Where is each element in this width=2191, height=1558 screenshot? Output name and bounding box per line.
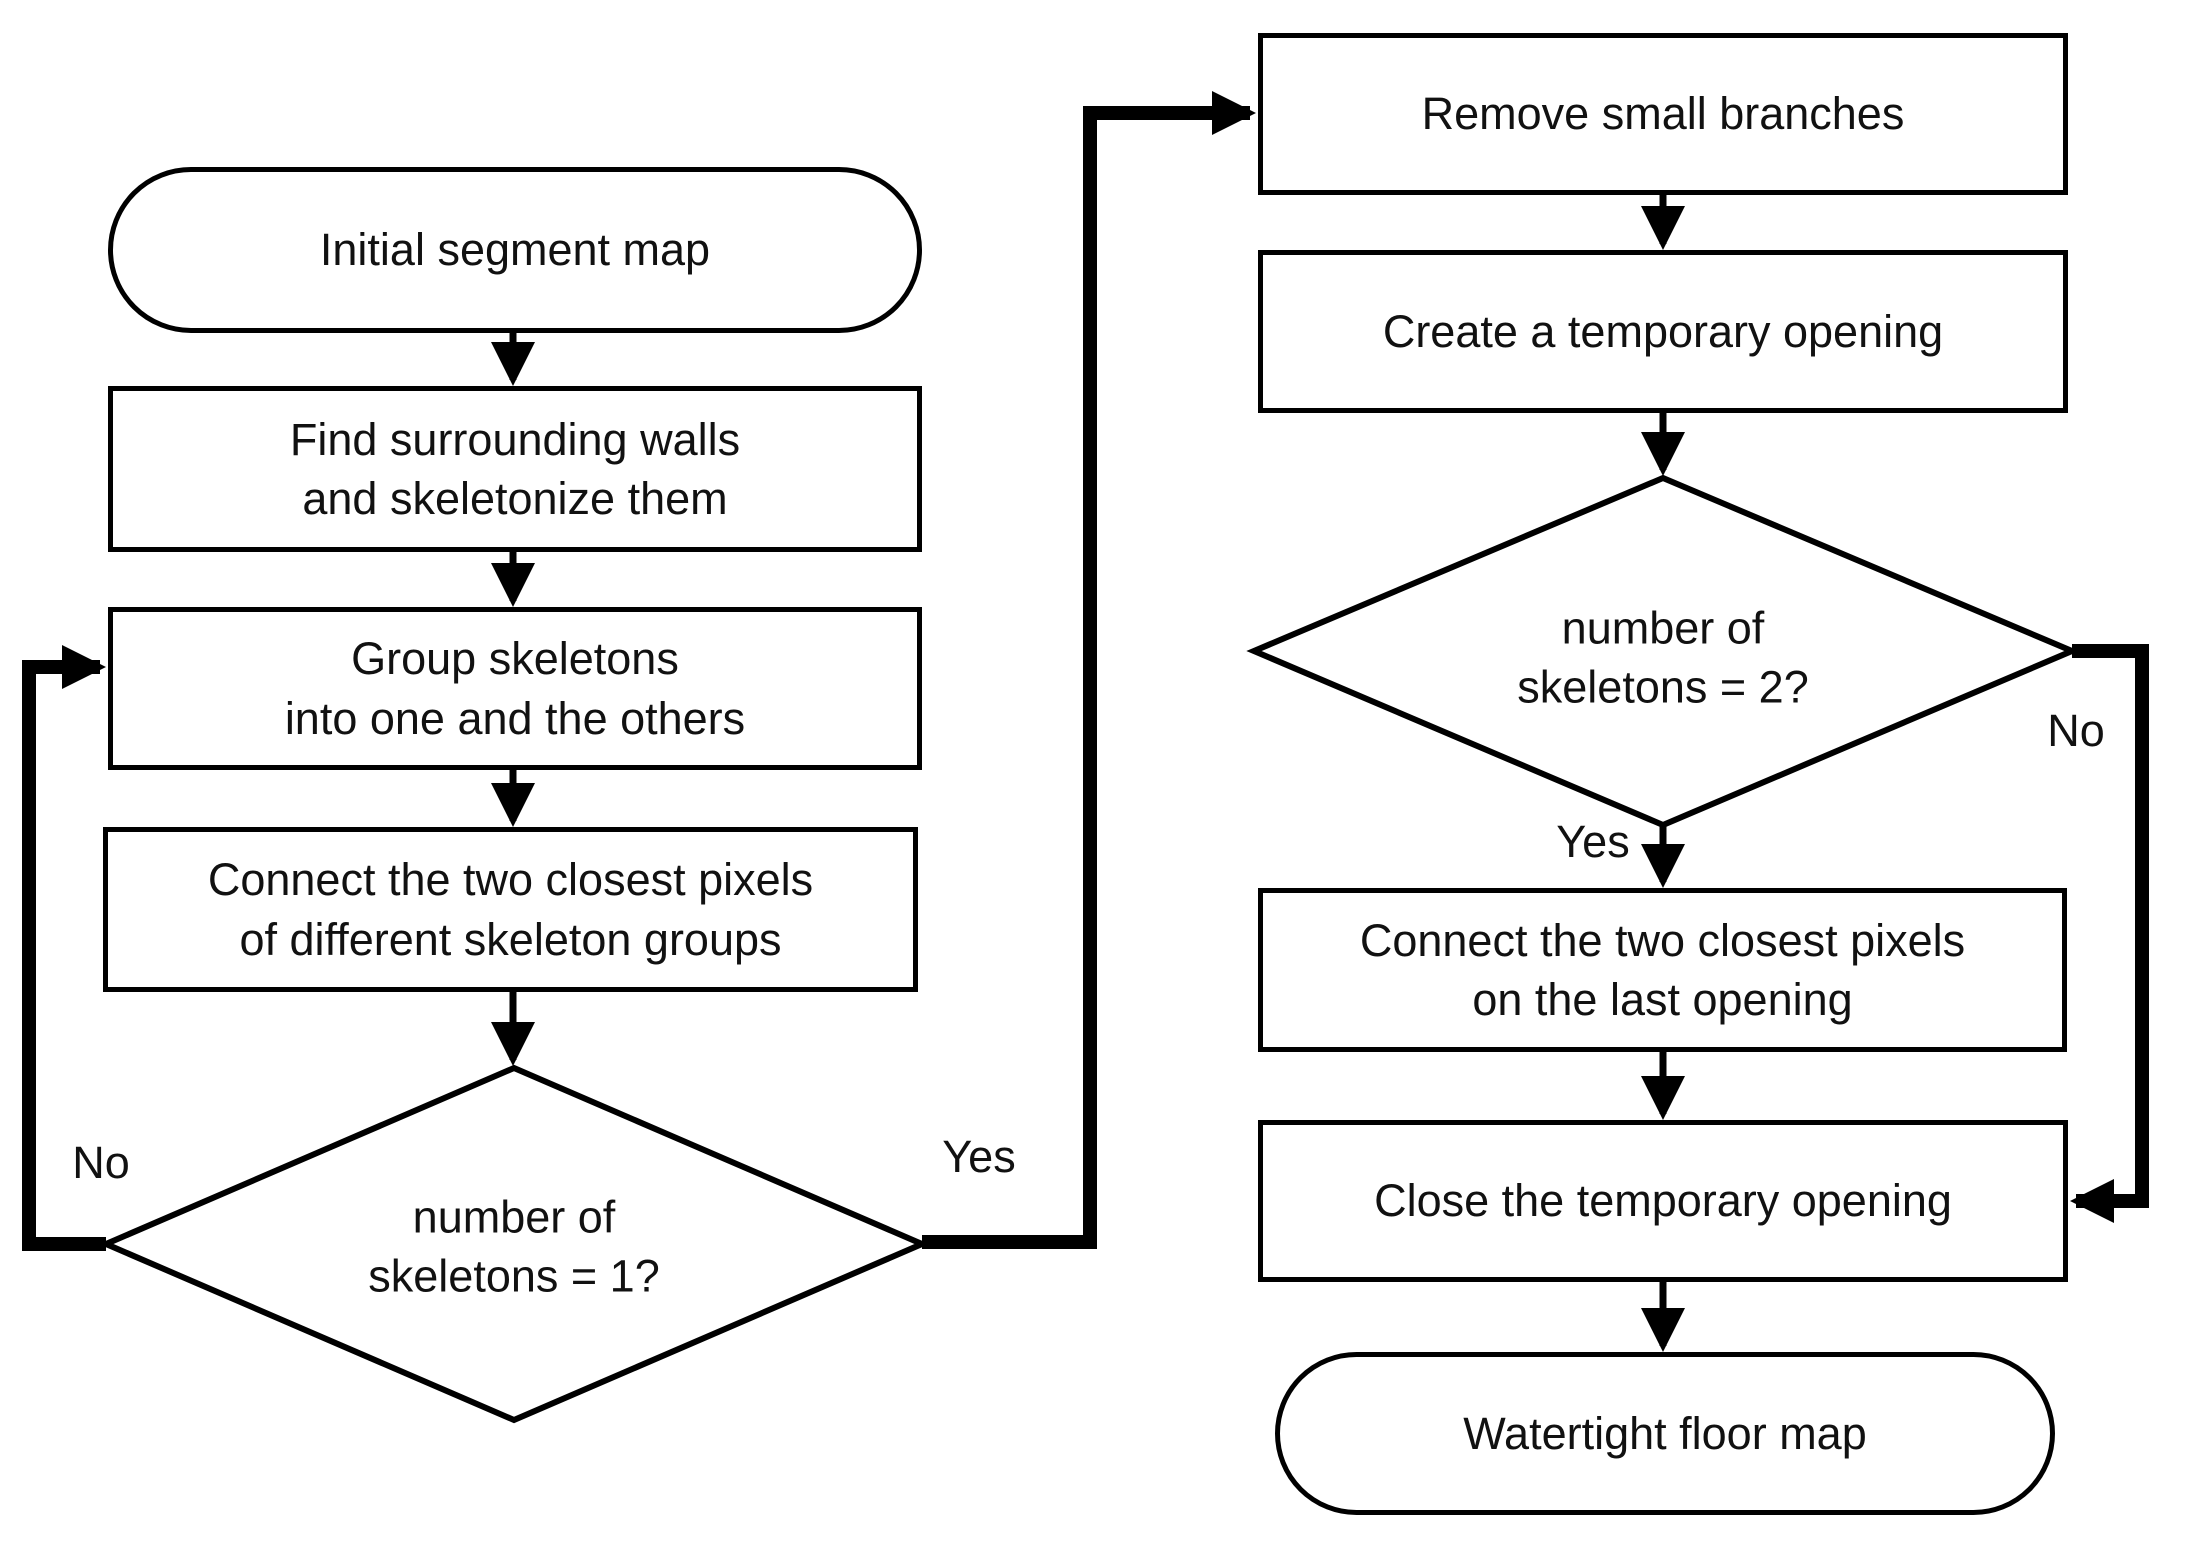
node-connect-skeleton-groups: Connect the two closest pixels of differ… [103,827,918,992]
node-close-temporary-opening: Close the temporary opening [1258,1120,2068,1282]
decision2-label: number of skeletons = 2? [1517,602,1809,713]
node-label: Find surrounding walls and skeletonize t… [289,413,741,524]
node-label: Initial segment map [319,224,711,276]
node-label: Connect the two closest pixels on the la… [1359,914,1966,1025]
edge-decision1-no-loop-to-group [22,645,106,1251]
node-group-skeletons: Group skeletons into one and the others [108,607,922,770]
node-label: Group skeletons into one and the others [284,633,746,744]
node-initial-segment-map: Initial segment map [108,167,922,333]
edge-decision2-no-to-close-opening [2070,644,2149,1223]
label-decision2-no: No [2047,705,2105,756]
node-label: Create a temporary opening [1382,305,1944,357]
label-decision1-yes: Yes [942,1131,1016,1182]
node-connect-last-opening: Connect the two closest pixels on the la… [1258,888,2067,1052]
node-label: Remove small branches [1421,88,1905,140]
node-label: Close the temporary opening [1374,1175,1952,1227]
decision1-label: number of skeletons = 1? [368,1191,660,1302]
edge-decision1-yes-to-remove-branches [922,91,1256,1249]
label-decision2-yes: Yes [1556,816,1630,867]
label-decision1-no: No [72,1137,130,1188]
node-label: Watertight floor map [1463,1407,1867,1459]
node-label: Connect the two closest pixels of differ… [207,854,814,965]
node-remove-small-branches: Remove small branches [1258,33,2068,195]
node-find-surrounding-walls: Find surrounding walls and skeletonize t… [108,386,922,552]
decision-skeletons-equal-1 [98,1064,930,1424]
node-watertight-floor-map: Watertight floor map [1275,1352,2055,1515]
node-create-temporary-opening: Create a temporary opening [1258,250,2068,413]
